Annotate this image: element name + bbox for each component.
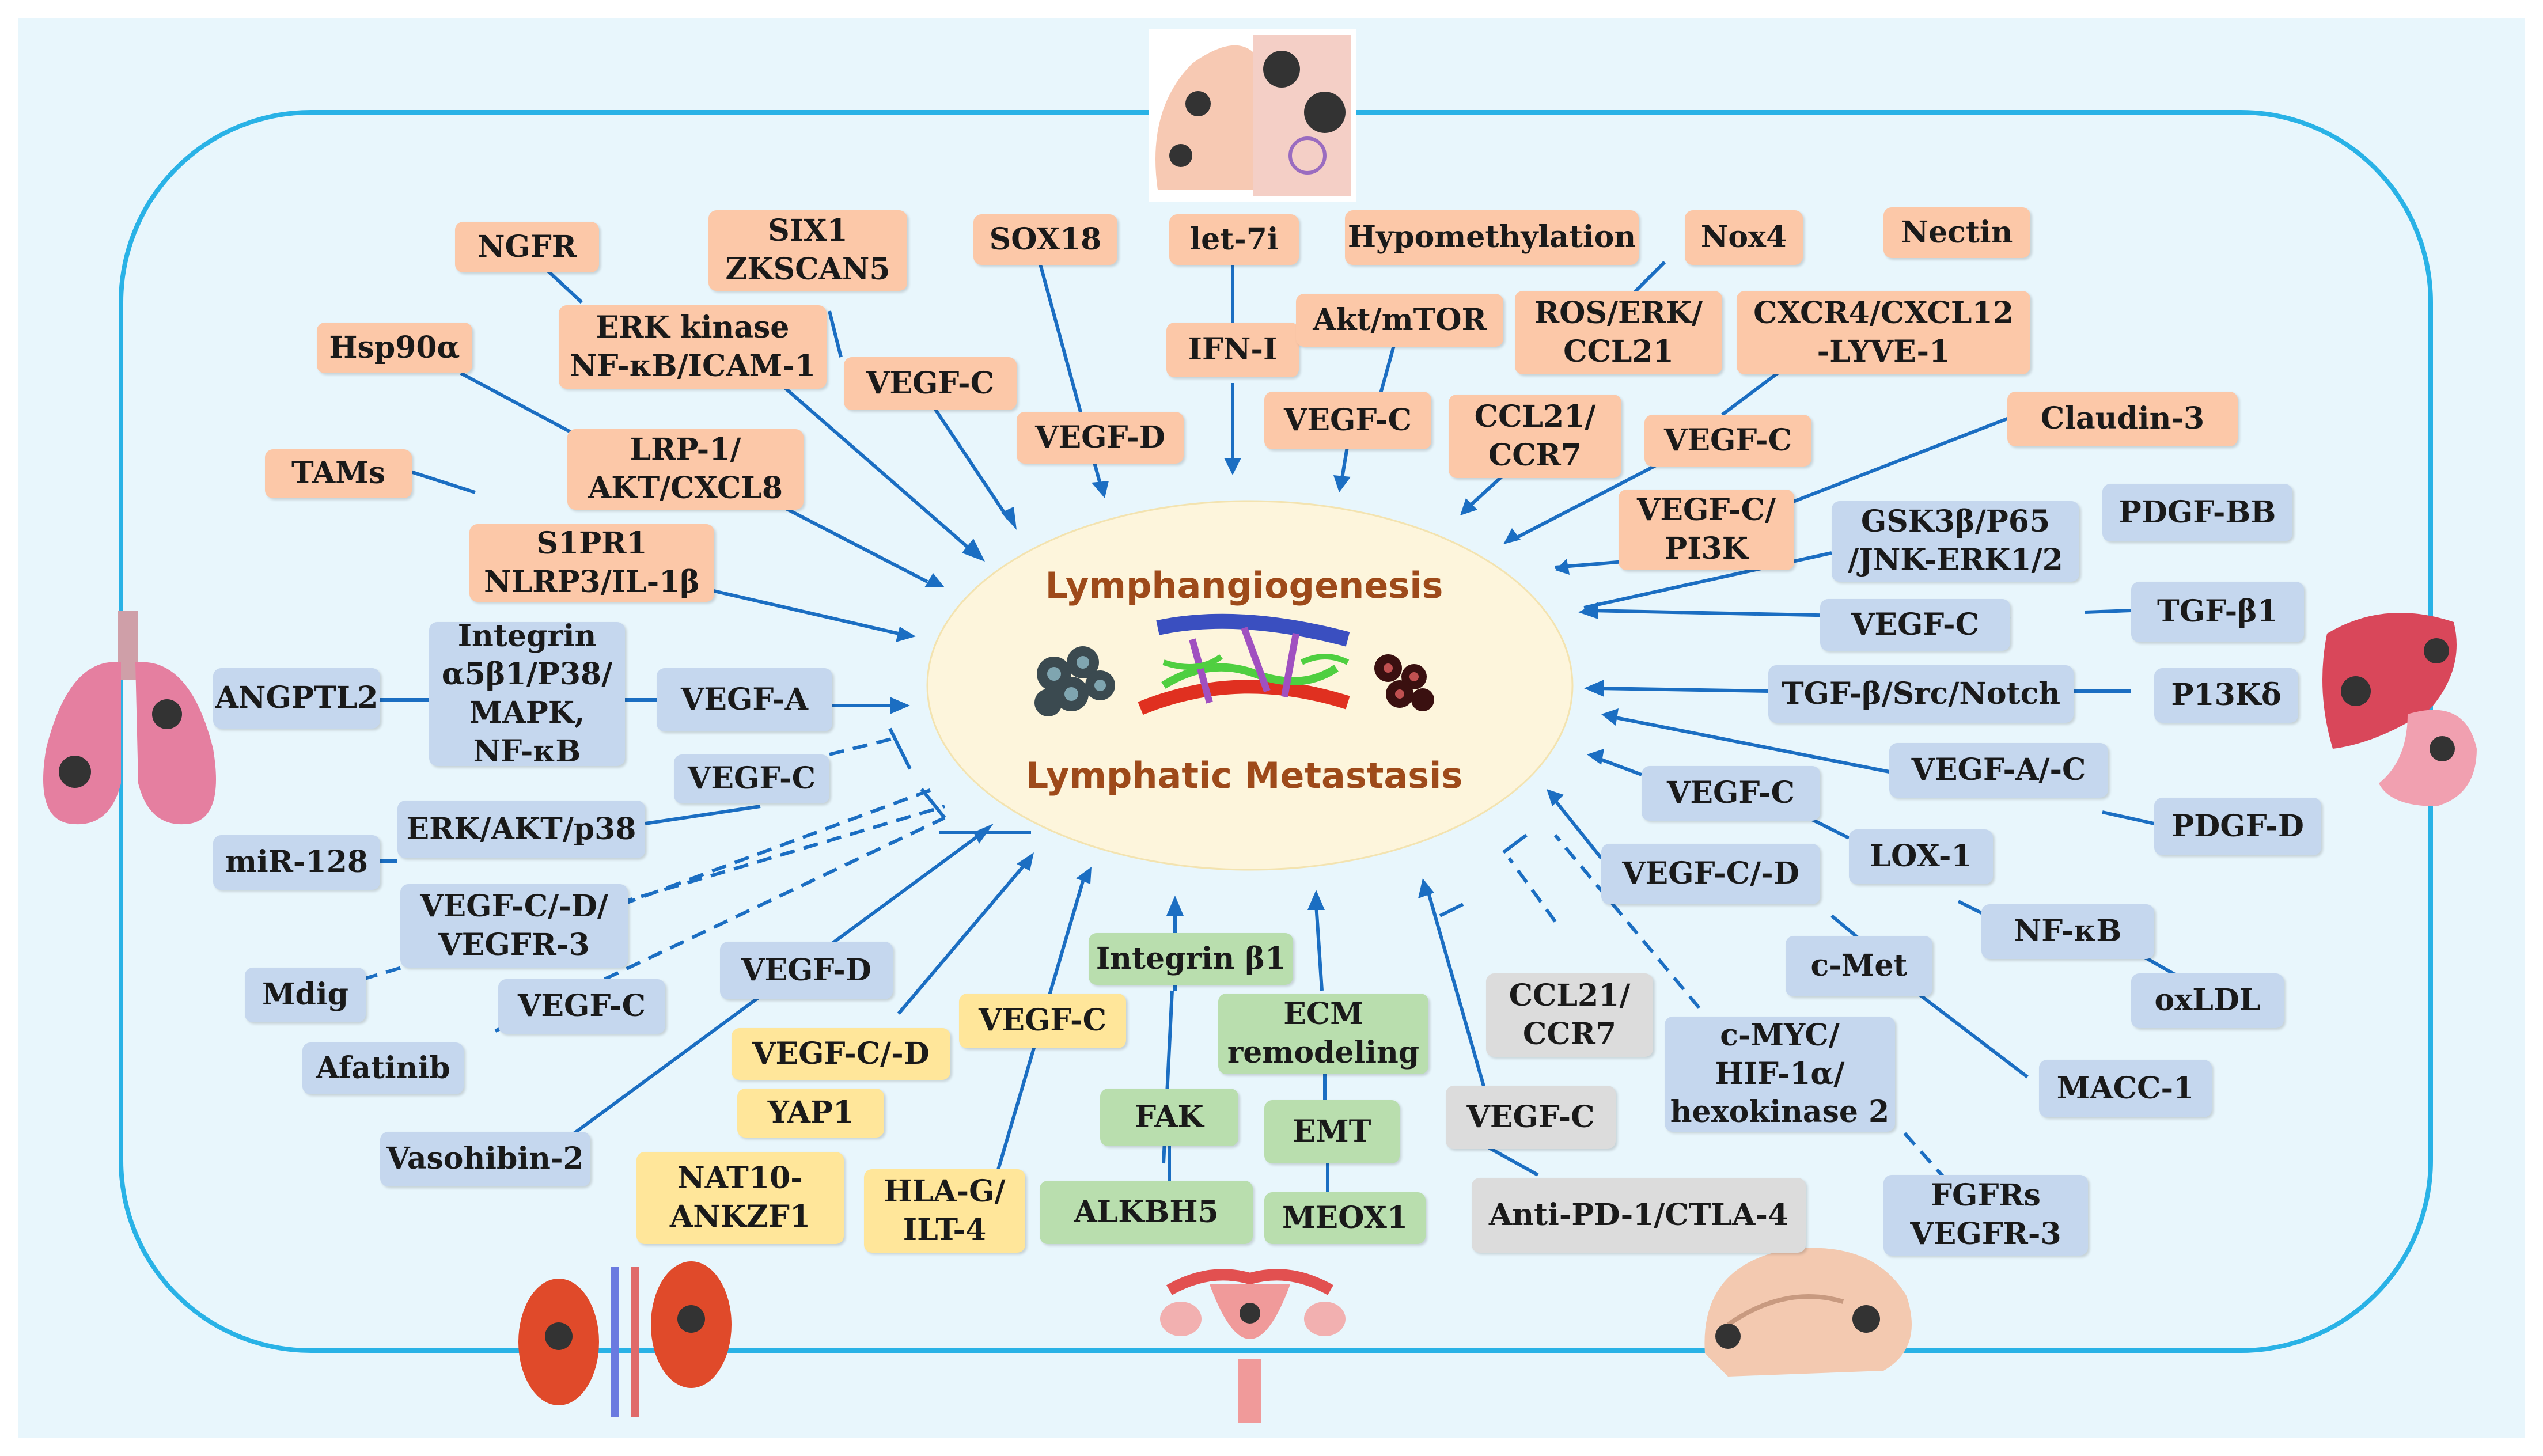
node-vegfc-left2: VEGF-C: [498, 979, 665, 1034]
node-cxcr4-cxcl12: CXCR4/CXCL12 -LYVE-1: [1737, 291, 2030, 374]
node-fgfrs-vegfr3: FGFRs VEGFR-3: [1883, 1175, 2088, 1256]
node-vegfc-top3: VEGF-C: [1644, 415, 1811, 467]
node-nf-kb: NF-κB: [1981, 904, 2154, 959]
node-erk-kinase: ERK kinase NF-κB/ICAM-1: [559, 305, 827, 389]
tumor-cluster-left: [1034, 646, 1115, 716]
node-six1-zkscan5: SIX1 ZKSCAN5: [708, 210, 907, 291]
node-tgf-b1: TGF-β1: [2131, 582, 2304, 642]
node-vegfc-gray: VEGF-C: [1446, 1086, 1616, 1149]
lymphatic-vessel-illustration: [1138, 613, 1350, 715]
uterus-icon: [1160, 1269, 1346, 1423]
node-vegfc-top2: VEGF-C: [1264, 392, 1431, 449]
node-akt-mtor: Akt/mTOR: [1296, 294, 1503, 347]
node-vegfd-left: VEGF-D: [720, 942, 893, 999]
node-lrp1-akt-cxcl8: LRP-1/ AKT/CXCL8: [567, 429, 804, 510]
node-meox1: MEOX1: [1264, 1192, 1426, 1244]
node-ifn-i: IFN-I: [1166, 323, 1299, 377]
node-integrin-a5b1: Integrin α5β1/P38/ MAPK, NF-κB: [429, 619, 625, 769]
liver-stomach-icon: [2322, 613, 2477, 806]
node-vegfc-left1: VEGF-C: [674, 754, 829, 803]
tumor-cluster-right: [1374, 654, 1434, 711]
node-claudin-3: Claudin-3: [2007, 392, 2238, 446]
node-let-7i: let-7i: [1169, 214, 1299, 265]
node-nectin: Nectin: [1883, 207, 2030, 258]
node-s1pr1-nlrp3: S1PR1 NLRP3/IL-1β: [469, 524, 714, 602]
node-lox-1: LOX-1: [1849, 829, 1993, 884]
node-gsk3b-p65: GSK3β/P65 /JNK-ERK1/2: [1832, 501, 2079, 582]
node-ros-erk-ccl21: ROS/ERK/ CCL21: [1515, 291, 1722, 374]
node-vegfc-right2: VEGF-C: [1642, 766, 1820, 821]
node-oxldl: oxLDL: [2131, 973, 2284, 1028]
node-c-myc-hif: c-MYC/ HIF-1α/ hexokinase 2: [1665, 1017, 1895, 1132]
node-nat10-ankzf1: NAT10- ANKZF1: [636, 1152, 844, 1244]
node-c-met: c-Met: [1786, 936, 1932, 996]
breast-icon: [1149, 29, 1356, 202]
node-vasohibin-2: Vasohibin-2: [380, 1132, 590, 1186]
node-mir-128: miR-128: [213, 835, 380, 890]
lymphangiogenesis-title: Lymphangiogenesis: [1045, 564, 1443, 606]
node-afatinib: Afatinib: [302, 1042, 464, 1094]
node-fak: FAK: [1100, 1089, 1238, 1146]
node-hsp90a: Hsp90α: [317, 323, 472, 373]
node-macc-1: MACC-1: [2039, 1060, 2212, 1117]
inhibition-bars: [888, 727, 1528, 917]
node-hypomethylation: Hypomethylation: [1345, 210, 1639, 265]
node-vegfc-top1: VEGF-C: [844, 357, 1017, 410]
node-angptl2: ANGPTL2: [213, 668, 380, 729]
node-anti-pd1-ctla4: Anti-PD-1/CTLA-4: [1472, 1178, 1806, 1253]
node-vegfd-top: VEGF-D: [1017, 412, 1184, 464]
node-vegfcd-right: VEGF-C/-D: [1601, 844, 1820, 904]
node-vegfcd-vegfr3: VEGF-C/-D/ VEGFR-3: [400, 884, 628, 968]
node-ecm-remodeling: ECM remodeling: [1218, 994, 1428, 1074]
node-erk-akt-p38: ERK/AKT/p38: [397, 801, 645, 858]
node-ngfr: NGFR: [455, 222, 599, 272]
node-vegfa-left: VEGF-A: [657, 668, 832, 731]
node-alkbh5: ALKBH5: [1040, 1181, 1253, 1244]
lymphatic-metastasis-title: Lymphatic Metastasis: [1025, 754, 1463, 797]
node-yap1: YAP1: [737, 1089, 884, 1138]
node-vegfa-c: VEGF-A/-C: [1889, 743, 2108, 798]
node-pdgf-bb: PDGF-BB: [2102, 484, 2292, 541]
node-integrin-b1: Integrin β1: [1089, 933, 1293, 985]
node-vegfcd-yellow: VEGF-C/-D: [732, 1028, 950, 1080]
node-pdgf-d: PDGF-D: [2154, 798, 2321, 855]
node-hla-g-ilt4: HLA-G/ ILT-4: [864, 1169, 1025, 1253]
node-nox4: Nox4: [1685, 210, 1803, 265]
node-ccl21-ccr7-gray: CCL21/ CCR7: [1486, 973, 1653, 1057]
node-vegfc-pi3k: VEGF-C/ PI3K: [1619, 490, 1794, 570]
node-mdig: Mdig: [245, 968, 366, 1022]
node-tgf-b-src-notch: TGF-β/Src/Notch: [1768, 665, 2074, 723]
kidney-icon: [518, 1261, 732, 1417]
node-tams: TAMs: [265, 449, 412, 498]
node-sox18: SOX18: [973, 214, 1117, 265]
node-ccl21-ccr7-top: CCL21/ CCR7: [1449, 395, 1621, 478]
node-vegfc-yellow: VEGF-C: [959, 994, 1126, 1048]
arrowheads: [890, 458, 1619, 916]
node-emt: EMT: [1264, 1100, 1400, 1163]
node-vegfc-right1: VEGF-C: [1820, 599, 2010, 651]
node-pi3kd: P13Kδ: [2154, 668, 2298, 723]
brain-icon: [1704, 1248, 1912, 1377]
lung-icon: [43, 611, 216, 825]
